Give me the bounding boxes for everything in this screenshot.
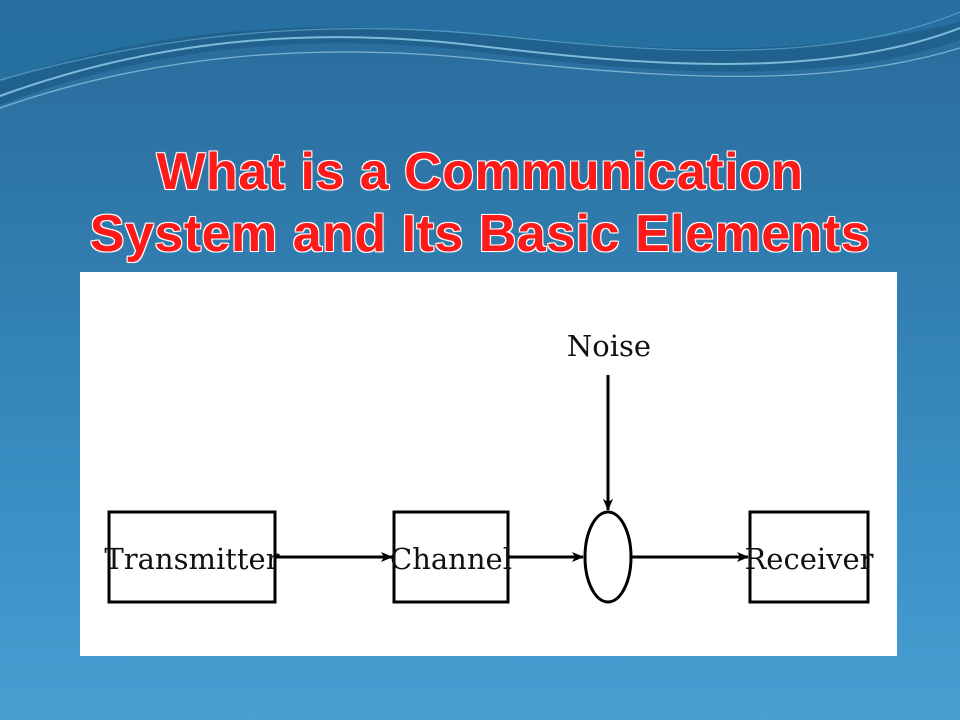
title-line-2: System and Its Basic Elements [89, 204, 871, 263]
title-line-1: What is a Communication [156, 142, 804, 201]
summing-junction [583, 510, 633, 604]
slide-title: What is a Communication System and Its B… [40, 141, 920, 265]
diagram-canvas: Transmitter Channel Receiver Noise [104, 329, 874, 604]
decorative-waves [0, 0, 960, 109]
noise-label: Noise [567, 329, 651, 363]
channel-box [392, 510, 510, 604]
transmitter-label: Transmitter [104, 542, 279, 576]
receiver-box [748, 510, 870, 604]
transmitter-box [107, 510, 277, 604]
channel-label: Channel [390, 542, 512, 576]
receiver-label: Receiver [744, 542, 873, 576]
communication-diagram: Transmitter Channel Receiver Noise [80, 272, 897, 656]
